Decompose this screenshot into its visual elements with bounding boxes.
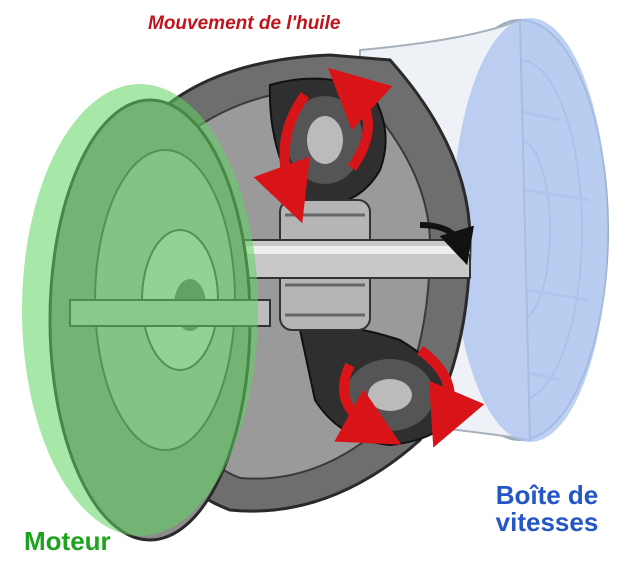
oil-flow-arrows [253, 67, 485, 448]
gearbox-label-line2: vitesses [495, 507, 599, 538]
output-shaft [239, 222, 474, 279]
engine-label: Moteur [24, 526, 111, 556]
gearbox-label-line1: Boîte de [495, 480, 599, 510]
flow-arrow-icon [334, 362, 402, 445]
flow-arrow-icon [253, 92, 310, 224]
flow-arrow-icon [327, 67, 393, 171]
rotation-arrow-icon [419, 222, 474, 266]
gearbox-label: Boîte de vitesses [488, 480, 606, 538]
oil-movement-label: Mouvement de l'huile [148, 13, 341, 34]
engine-overlay [22, 84, 258, 536]
gearbox-overlay [452, 18, 608, 442]
flow-arrow-icon [417, 345, 485, 448]
